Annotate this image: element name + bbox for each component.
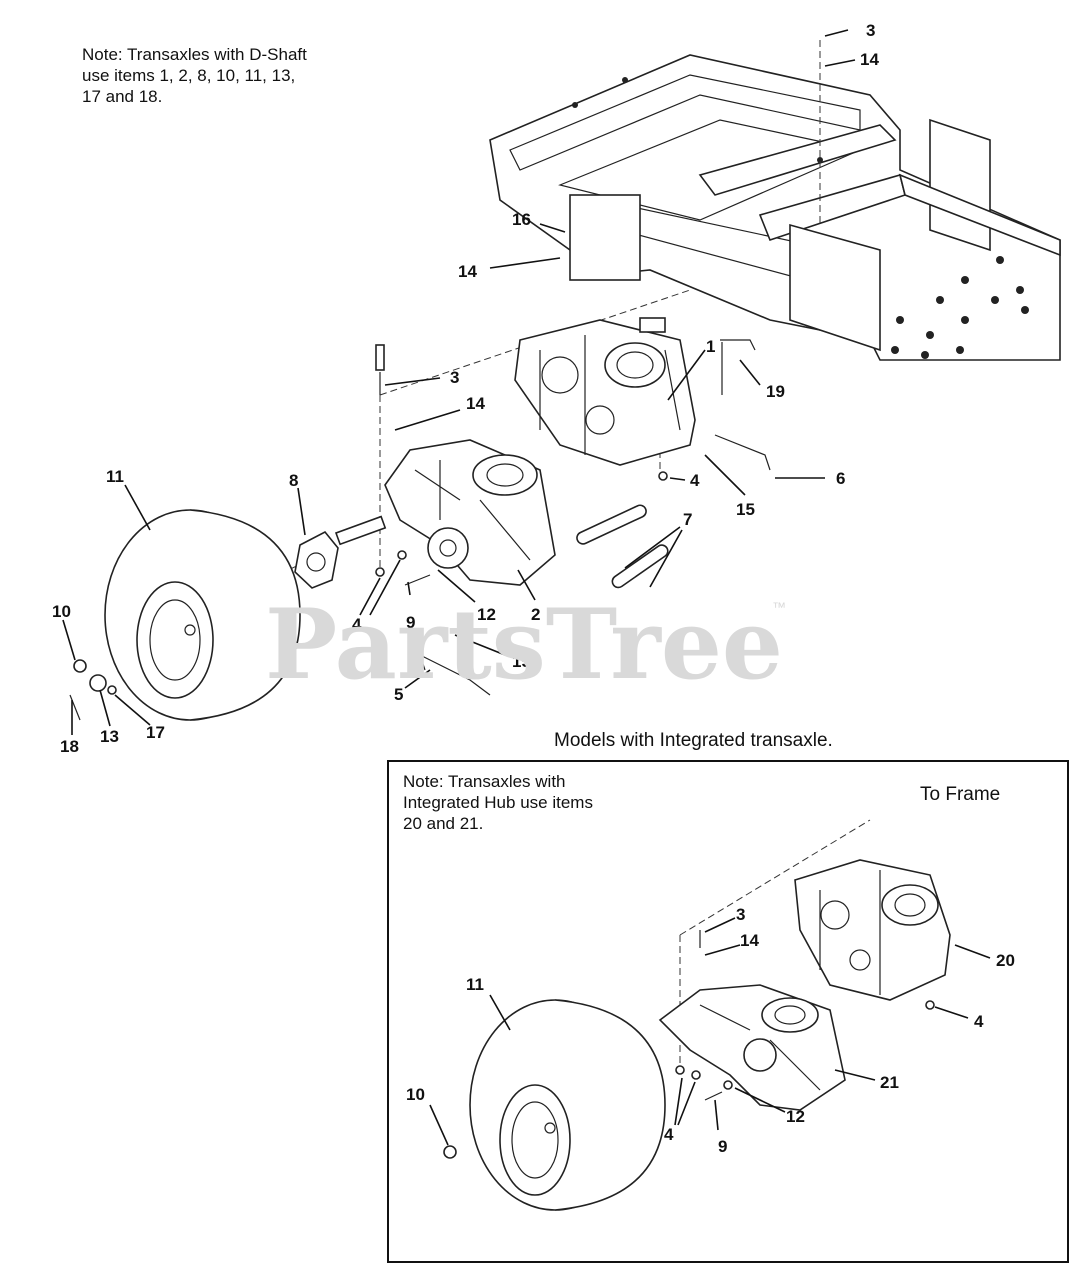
callout-10: 10 (52, 602, 71, 621)
leader-lines-inset (429, 917, 991, 1146)
callout-21: 21 (880, 1073, 899, 1092)
callout-20: 20 (996, 951, 1015, 970)
wheel-11-main (104, 509, 301, 721)
callout-3: 3 (866, 21, 875, 40)
callout-3: 3 (736, 905, 745, 924)
transaxle-21 (658, 984, 846, 1111)
callout-4: 4 (352, 615, 362, 634)
callout-16: 16 (512, 210, 531, 229)
callout-17: 17 (146, 723, 165, 742)
inset-caption: Models with Integrated transaxle. (554, 730, 833, 751)
callout-4: 4 (664, 1125, 674, 1144)
watermark-text: PartsTree (265, 588, 783, 701)
callout-9: 9 (406, 613, 415, 632)
hub-8 (294, 515, 387, 589)
callout-11: 11 (106, 467, 124, 486)
leader-lines-main (62, 29, 856, 735)
callouts-main: 3 14 16 14 1 19 3 14 4 6 15 11 8 7 10 4 … (52, 21, 879, 756)
callout-14: 14 (458, 262, 477, 281)
callout-10: 10 (406, 1085, 425, 1104)
callout-13: 13 (100, 727, 119, 746)
note-integrated-hub: Note: Transaxles with Integrated Hub use… (403, 772, 593, 833)
callout-5: 5 (394, 685, 403, 704)
callout-15: 15 (512, 652, 531, 671)
callout-14: 14 (860, 50, 879, 69)
wheel-11-inset (469, 999, 666, 1211)
hardware-inset (443, 930, 935, 1159)
callout-19: 19 (766, 382, 785, 401)
inset-box (387, 760, 1069, 1263)
callout-18: 18 (60, 737, 79, 756)
callout-11: 11 (466, 975, 484, 994)
callout-14: 14 (740, 931, 759, 950)
callout-4: 4 (974, 1012, 984, 1031)
callout-3: 3 (450, 368, 459, 387)
watermark-trademark: ™ (772, 599, 786, 615)
callout-1: 1 (706, 337, 715, 356)
callouts-inset: 3 14 20 11 4 21 10 4 9 12 (406, 905, 1015, 1156)
callout-15: 15 (736, 500, 755, 519)
callout-12: 12 (477, 605, 496, 624)
to-frame-label: To Frame (920, 784, 1001, 805)
callout-12: 12 (786, 1107, 805, 1126)
transaxle-20 (794, 859, 951, 1001)
transaxle-2 (384, 439, 556, 586)
frame-holes (572, 77, 1029, 359)
callout-9: 9 (718, 1137, 727, 1156)
callout-8: 8 (289, 471, 298, 490)
transaxle-1 (514, 317, 696, 466)
callout-14: 14 (466, 394, 485, 413)
mower-frame (489, 54, 1061, 361)
callout-6: 6 (836, 469, 845, 488)
callout-2: 2 (531, 605, 540, 624)
hardware-main (69, 339, 771, 721)
note-d-shaft: Note: Transaxles with D-Shaft use items … (82, 45, 307, 106)
callout-4: 4 (690, 471, 700, 490)
callout-7: 7 (683, 510, 692, 529)
